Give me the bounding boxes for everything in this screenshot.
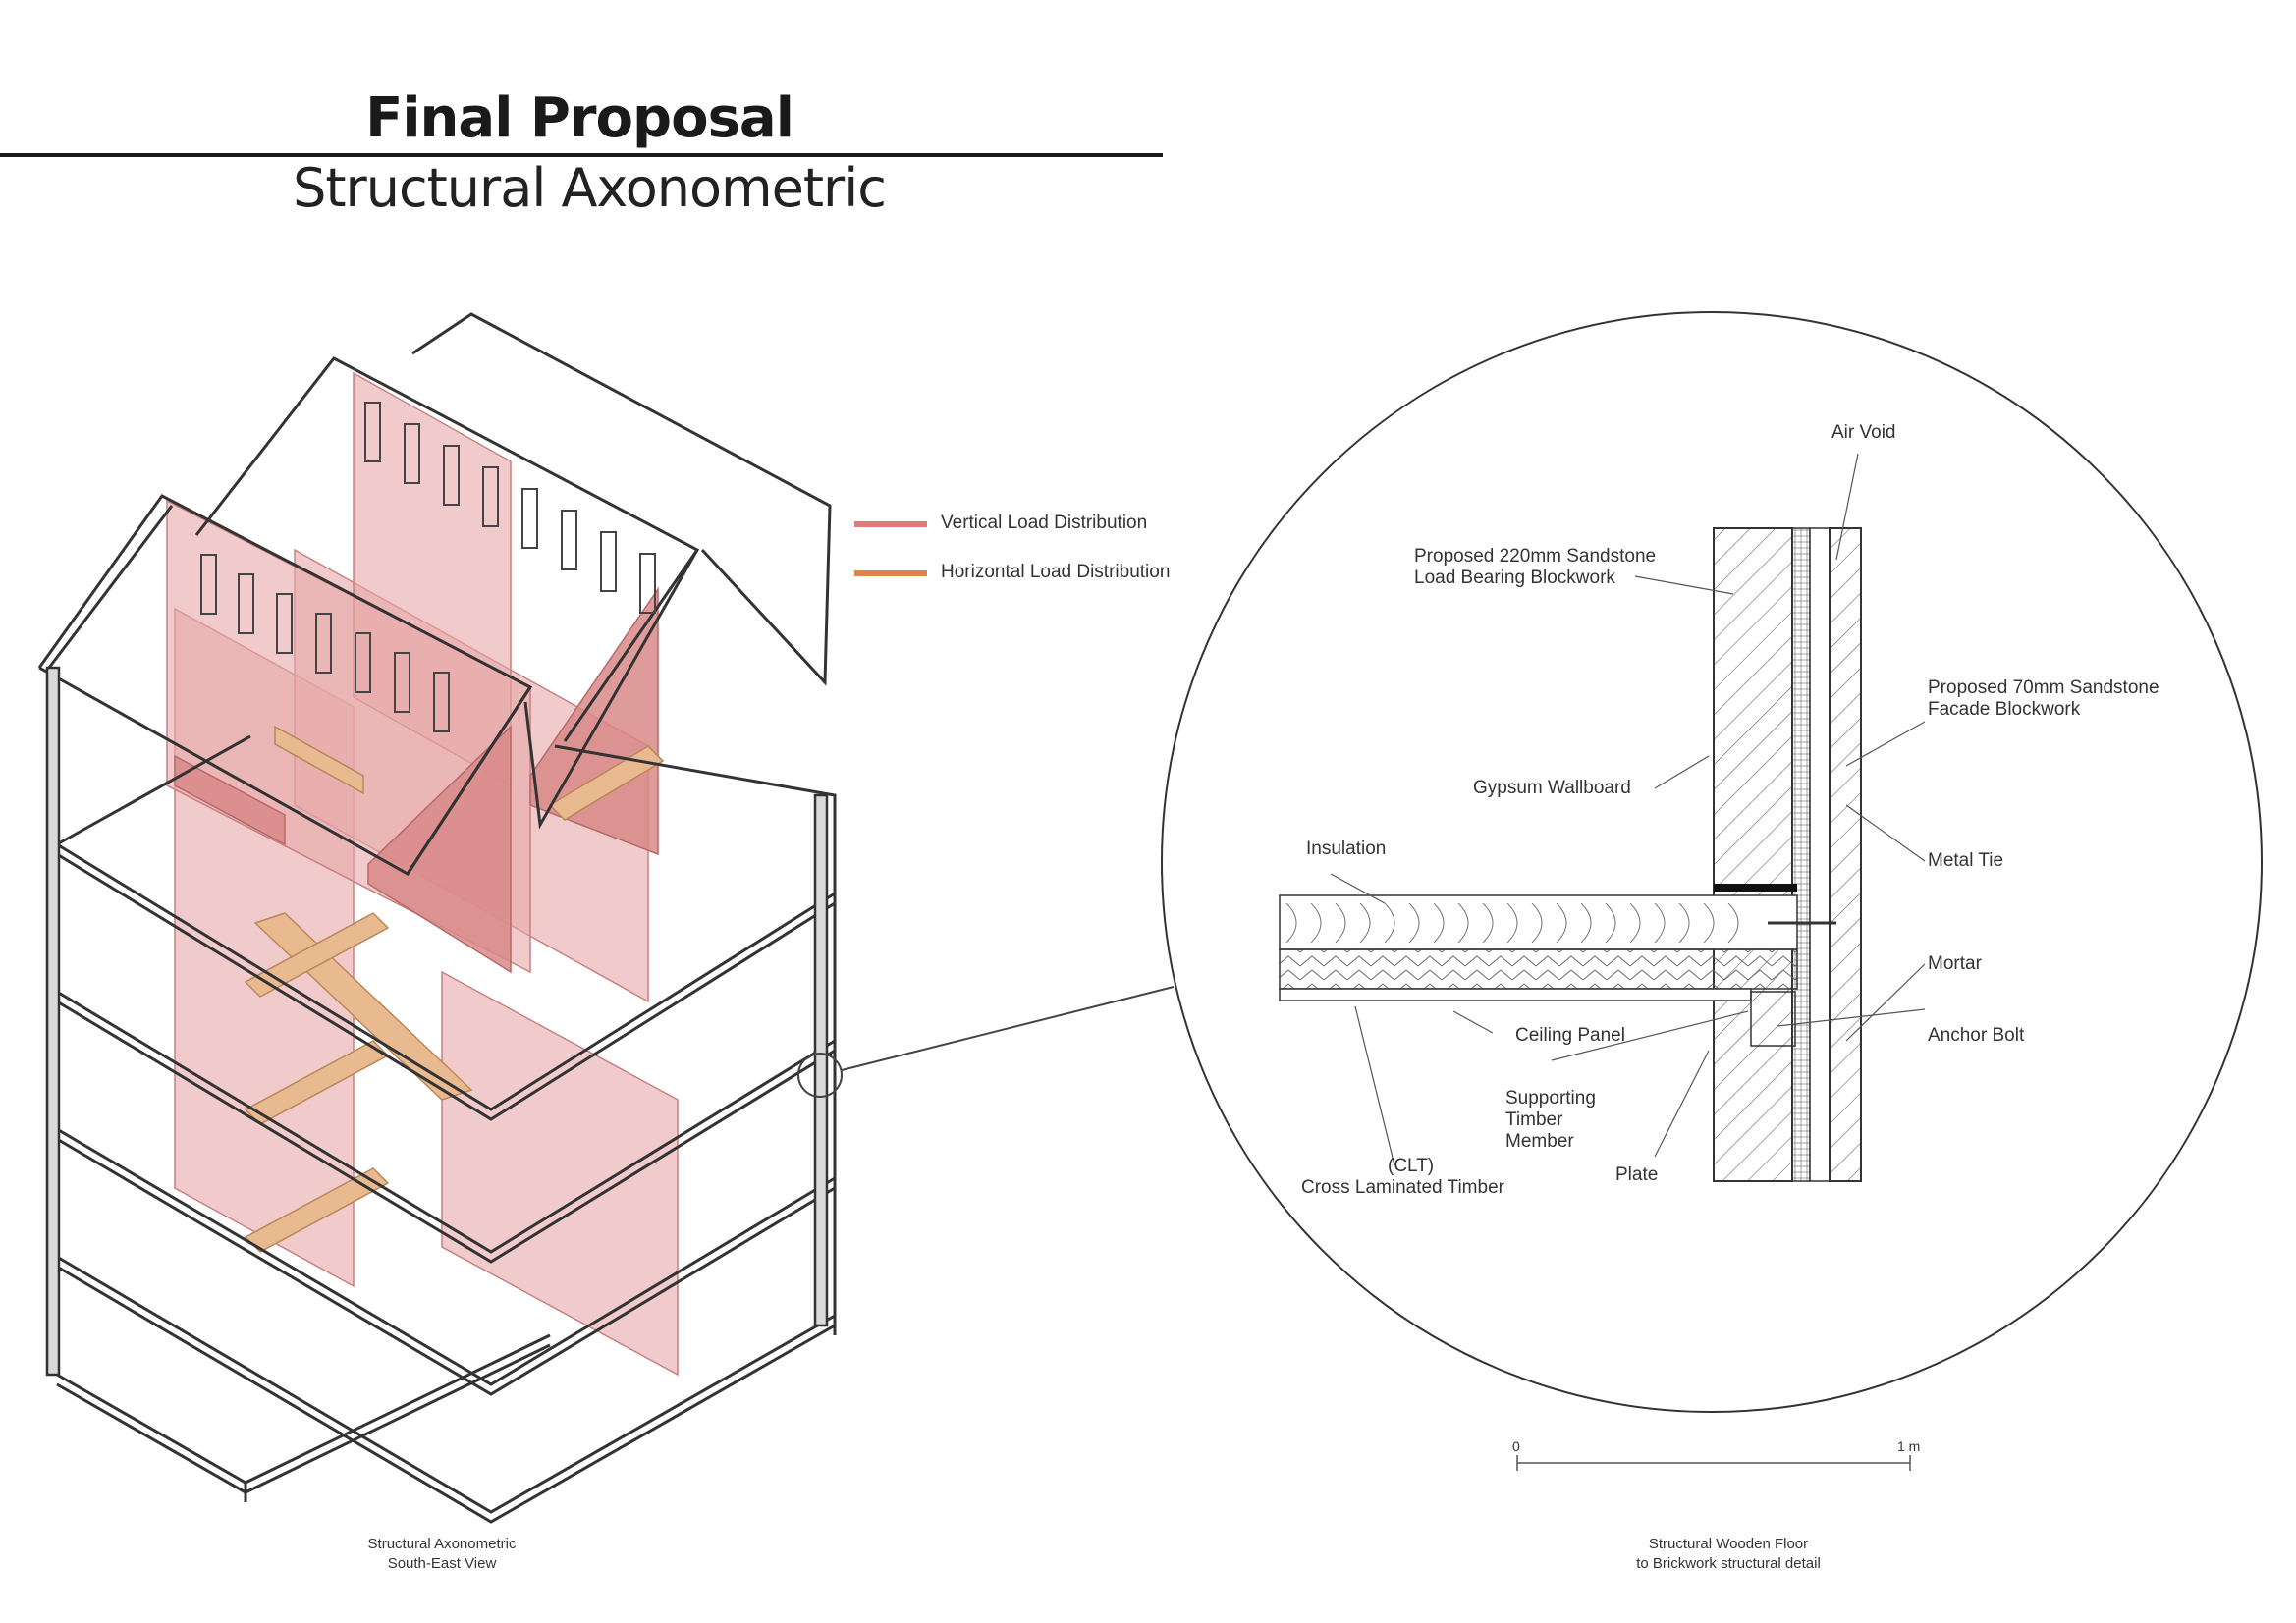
label-air-void: Air Void (1831, 422, 1895, 443)
roof-frames (37, 312, 832, 876)
insulation-layer (1279, 894, 1798, 950)
caption-axonometric: Structural Axonometric South-East View (295, 1535, 589, 1574)
legend-horizontal-swatch (854, 570, 927, 576)
label-ceiling-panel: Ceiling Panel (1515, 1025, 1625, 1046)
legend-horizontal-label: Horizontal Load Distribution (941, 562, 1171, 582)
legend-vertical-label: Vertical Load Distribution (941, 513, 1148, 533)
label-sandstone-70-line2: Facade Blockwork (1928, 699, 2081, 720)
structural-axonometric-drawing (37, 312, 1175, 1524)
label-mortar: Mortar (1928, 953, 1983, 974)
insulation-pattern (1285, 902, 1739, 944)
caption-detail-line2: to Brickwork structural detail (1636, 1555, 1821, 1572)
label-clt-line2: Cross Laminated Timber (1301, 1177, 1505, 1198)
legend-vertical-swatch (854, 521, 927, 527)
label-sandstone-220-line1: Proposed 220mm Sandstone (1414, 546, 1656, 567)
bearing-plate (1714, 884, 1797, 892)
label-metal-tie: Metal Tie (1928, 850, 2003, 871)
roof-windows (200, 402, 656, 732)
floor-to-brickwork-detail: Air Void Proposed 220mm Sandstone Load B… (1161, 311, 2263, 1413)
caption-detail-line1: Structural Wooden Floor (1648, 1536, 1809, 1552)
label-supporting-line3: Member (1505, 1131, 1574, 1152)
scale-end-label: 1 m (1897, 1438, 1920, 1454)
label-supporting-line1: Supporting (1505, 1088, 1596, 1109)
label-clt-line1: (CLT) (1388, 1156, 1434, 1176)
label-plate: Plate (1615, 1164, 1658, 1185)
caption-axonometric-line2: South-East View (387, 1555, 497, 1572)
title-divider (0, 153, 1163, 157)
columns (45, 666, 829, 1377)
leader-lines (1330, 453, 1926, 1166)
horizontal-beams (244, 725, 665, 1253)
label-sandstone-70-line1: Proposed 70mm Sandstone (1928, 677, 2159, 698)
page-title: Final Proposal (365, 86, 794, 150)
floor-slabs (56, 734, 837, 1524)
page-subtitle: Structural Axonometric (293, 157, 887, 219)
caption-axonometric-line1: Structural Axonometric (367, 1536, 517, 1552)
load-bearing-blockwork (1713, 527, 1793, 1182)
detail-callout-leader (841, 986, 1175, 1071)
label-gypsum: Gypsum Wallboard (1473, 778, 1631, 798)
detail-frame-circle (1161, 311, 2263, 1413)
clt-panel (1279, 948, 1798, 990)
label-sandstone-220-line2: Load Bearing Blockwork (1414, 568, 1615, 588)
ceiling-panel-layer (1279, 988, 1752, 1001)
label-anchor-bolt: Anchor Bolt (1928, 1025, 2025, 1046)
facade-blockwork (1829, 527, 1862, 1182)
scale-start-label: 0 (1512, 1438, 1520, 1454)
label-supporting-line2: Timber (1505, 1109, 1563, 1130)
caption-detail: Structural Wooden Floor to Brickwork str… (1571, 1535, 1886, 1574)
supporting-timber-member (1750, 991, 1796, 1047)
scale-bar-overlay: 0 1 m (1512, 1438, 1920, 1471)
label-insulation: Insulation (1306, 839, 1386, 859)
detail-callout-circle (797, 1053, 843, 1098)
air-void-layer (1809, 527, 1831, 1182)
gypsum-wallboard-layer (1791, 527, 1811, 1182)
